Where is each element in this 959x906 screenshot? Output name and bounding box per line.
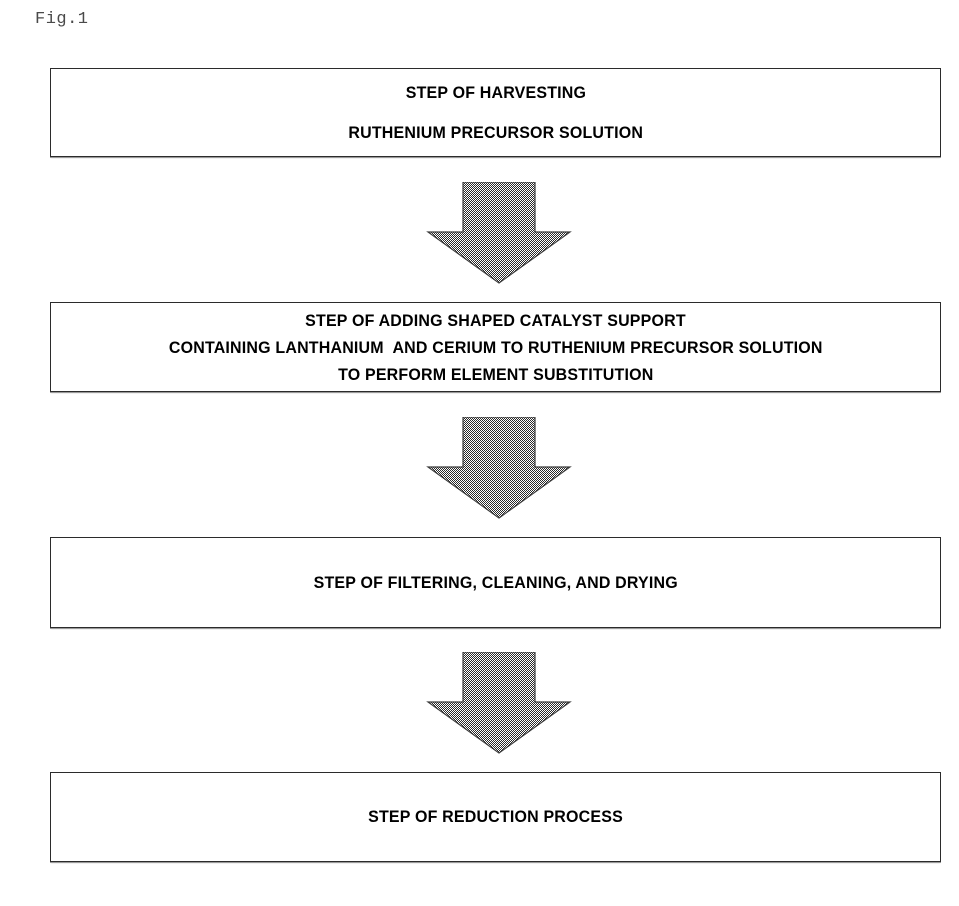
flowchart-step-4: STEP OF REDUCTION PROCESS [50,772,941,862]
step-3-line-1: STEP OF FILTERING, CLEANING, AND DRYING [313,572,678,592]
flowchart-step-3: STEP OF FILTERING, CLEANING, AND DRYING [50,537,941,628]
step-2-line-2: CONTAINING LANTHANIUM AND CERIUM TO RUTH… [168,337,823,357]
down-block-arrow-icon-2 [425,417,573,519]
figure-label: Fig.1 [35,10,89,29]
flowchart-step-1: STEP OF HARVESTING RUTHENIUM PRECURSOR S… [50,68,941,157]
step-2-line-3: TO PERFORM ELEMENT SUBSTITUTION [337,364,654,384]
step-1-line-1: STEP OF HARVESTING [405,82,586,102]
down-block-arrow-icon-3 [425,652,573,754]
flowchart-step-2: STEP OF ADDING SHAPED CATALYST SUPPORT C… [50,302,941,392]
step-4-line-1: STEP OF REDUCTION PROCESS [368,807,623,826]
down-block-arrow-icon-1 [425,182,573,284]
step-2-line-1: STEP OF ADDING SHAPED CATALYST SUPPORT [305,310,686,330]
step-1-line-2: RUTHENIUM PRECURSOR SOLUTION [348,122,643,142]
